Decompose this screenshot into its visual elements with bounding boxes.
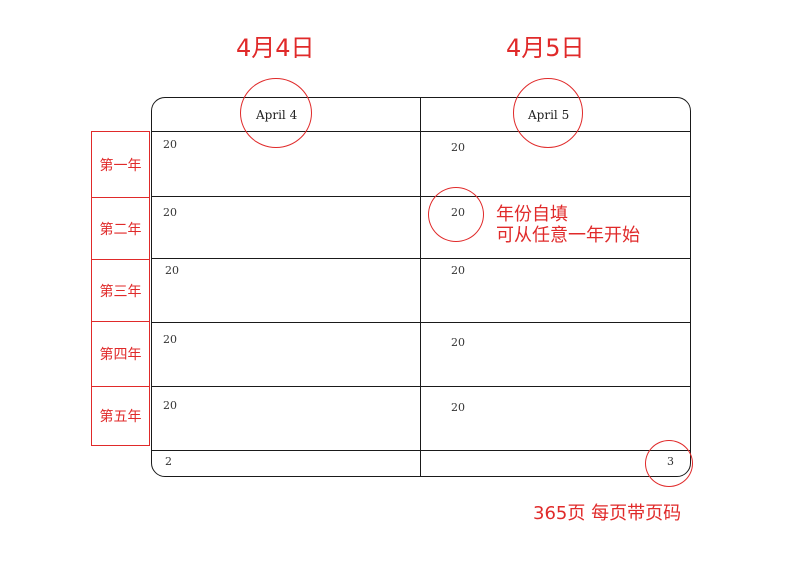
row-divider (152, 386, 690, 387)
year-prefix-right-3[interactable]: 20 (451, 264, 465, 277)
year-prefix-left-2[interactable]: 20 (163, 206, 177, 219)
year-prefix-right-5[interactable]: 20 (451, 401, 465, 414)
year-prefix-left-1[interactable]: 20 (163, 138, 177, 151)
year-prefix-right-4[interactable]: 20 (451, 336, 465, 349)
date-heading-right: 4月5日 (506, 34, 585, 62)
year-label-column: 第一年 第二年 第三年 第四年 第五年 (91, 131, 150, 446)
row-divider (152, 196, 690, 197)
row-divider (152, 322, 690, 323)
year-label-2: 第二年 (92, 198, 149, 260)
pages-note: 365页 每页带页码 (533, 503, 682, 524)
year-note-line-2: 可从任意一年开始 (496, 225, 640, 246)
year-label-1: 第一年 (92, 132, 149, 198)
year-prefix-left-3[interactable]: 20 (165, 264, 179, 277)
highlight-circle-year (428, 187, 484, 242)
row-divider (152, 258, 690, 259)
highlight-circle-header-right (513, 78, 583, 148)
year-label-5: 第五年 (99, 409, 142, 425)
highlight-circle-header-left (240, 78, 312, 148)
year-prefix-left-5[interactable]: 20 (163, 399, 177, 412)
planner-card: April 4 April 5 20 20 20 20 20 20 20 20 … (151, 97, 691, 477)
row-divider (152, 450, 690, 451)
date-heading-left: 4月4日 (236, 34, 315, 62)
year-prefix-left-4[interactable]: 20 (163, 333, 177, 346)
year-label-4: 第四年 (92, 322, 149, 387)
year-label-3: 第三年 (92, 260, 149, 322)
row-divider (152, 131, 690, 132)
highlight-circle-page (645, 440, 693, 487)
year-note: 年份自填 可从任意一年开始 (496, 204, 640, 246)
page-number-left: 2 (165, 455, 172, 468)
column-divider (420, 98, 421, 476)
year-note-line-1: 年份自填 (496, 204, 568, 225)
year-prefix-right-1[interactable]: 20 (451, 141, 465, 154)
